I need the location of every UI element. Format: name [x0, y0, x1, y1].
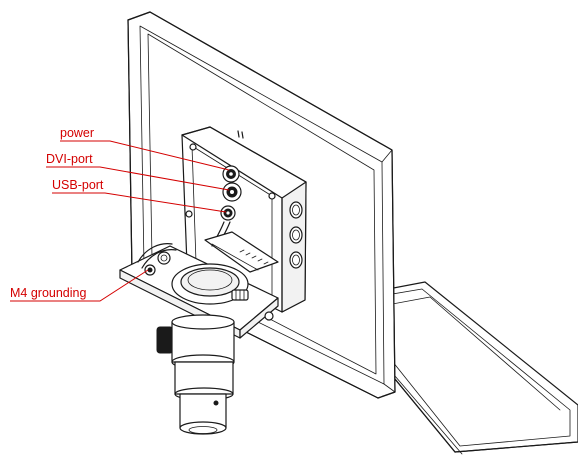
mount-box: [181, 126, 307, 313]
callout-labels: power DVI-port USB-port M4 grounding: [10, 126, 104, 300]
callout-label-power: power: [60, 126, 94, 140]
grounding-clamp: [137, 243, 177, 276]
callout-label-usb: USB-port: [52, 178, 104, 192]
microscope-body: [156, 314, 235, 435]
power-port: [222, 165, 240, 183]
callout-line-dvi: [46, 166, 230, 191]
callout-label-ground: M4 grounding: [10, 286, 86, 300]
rail-teeth: [239, 249, 269, 265]
callout-line-ground: [10, 269, 149, 302]
callout-line-usb: [52, 192, 227, 213]
dvi-port: [222, 182, 242, 202]
connector-ports: [211, 165, 242, 247]
callout-lines: [10, 140, 230, 302]
usb-port: [220, 205, 236, 221]
callout-line-power: [60, 140, 230, 171]
callout-label-dvi: DVI-port: [46, 152, 93, 166]
